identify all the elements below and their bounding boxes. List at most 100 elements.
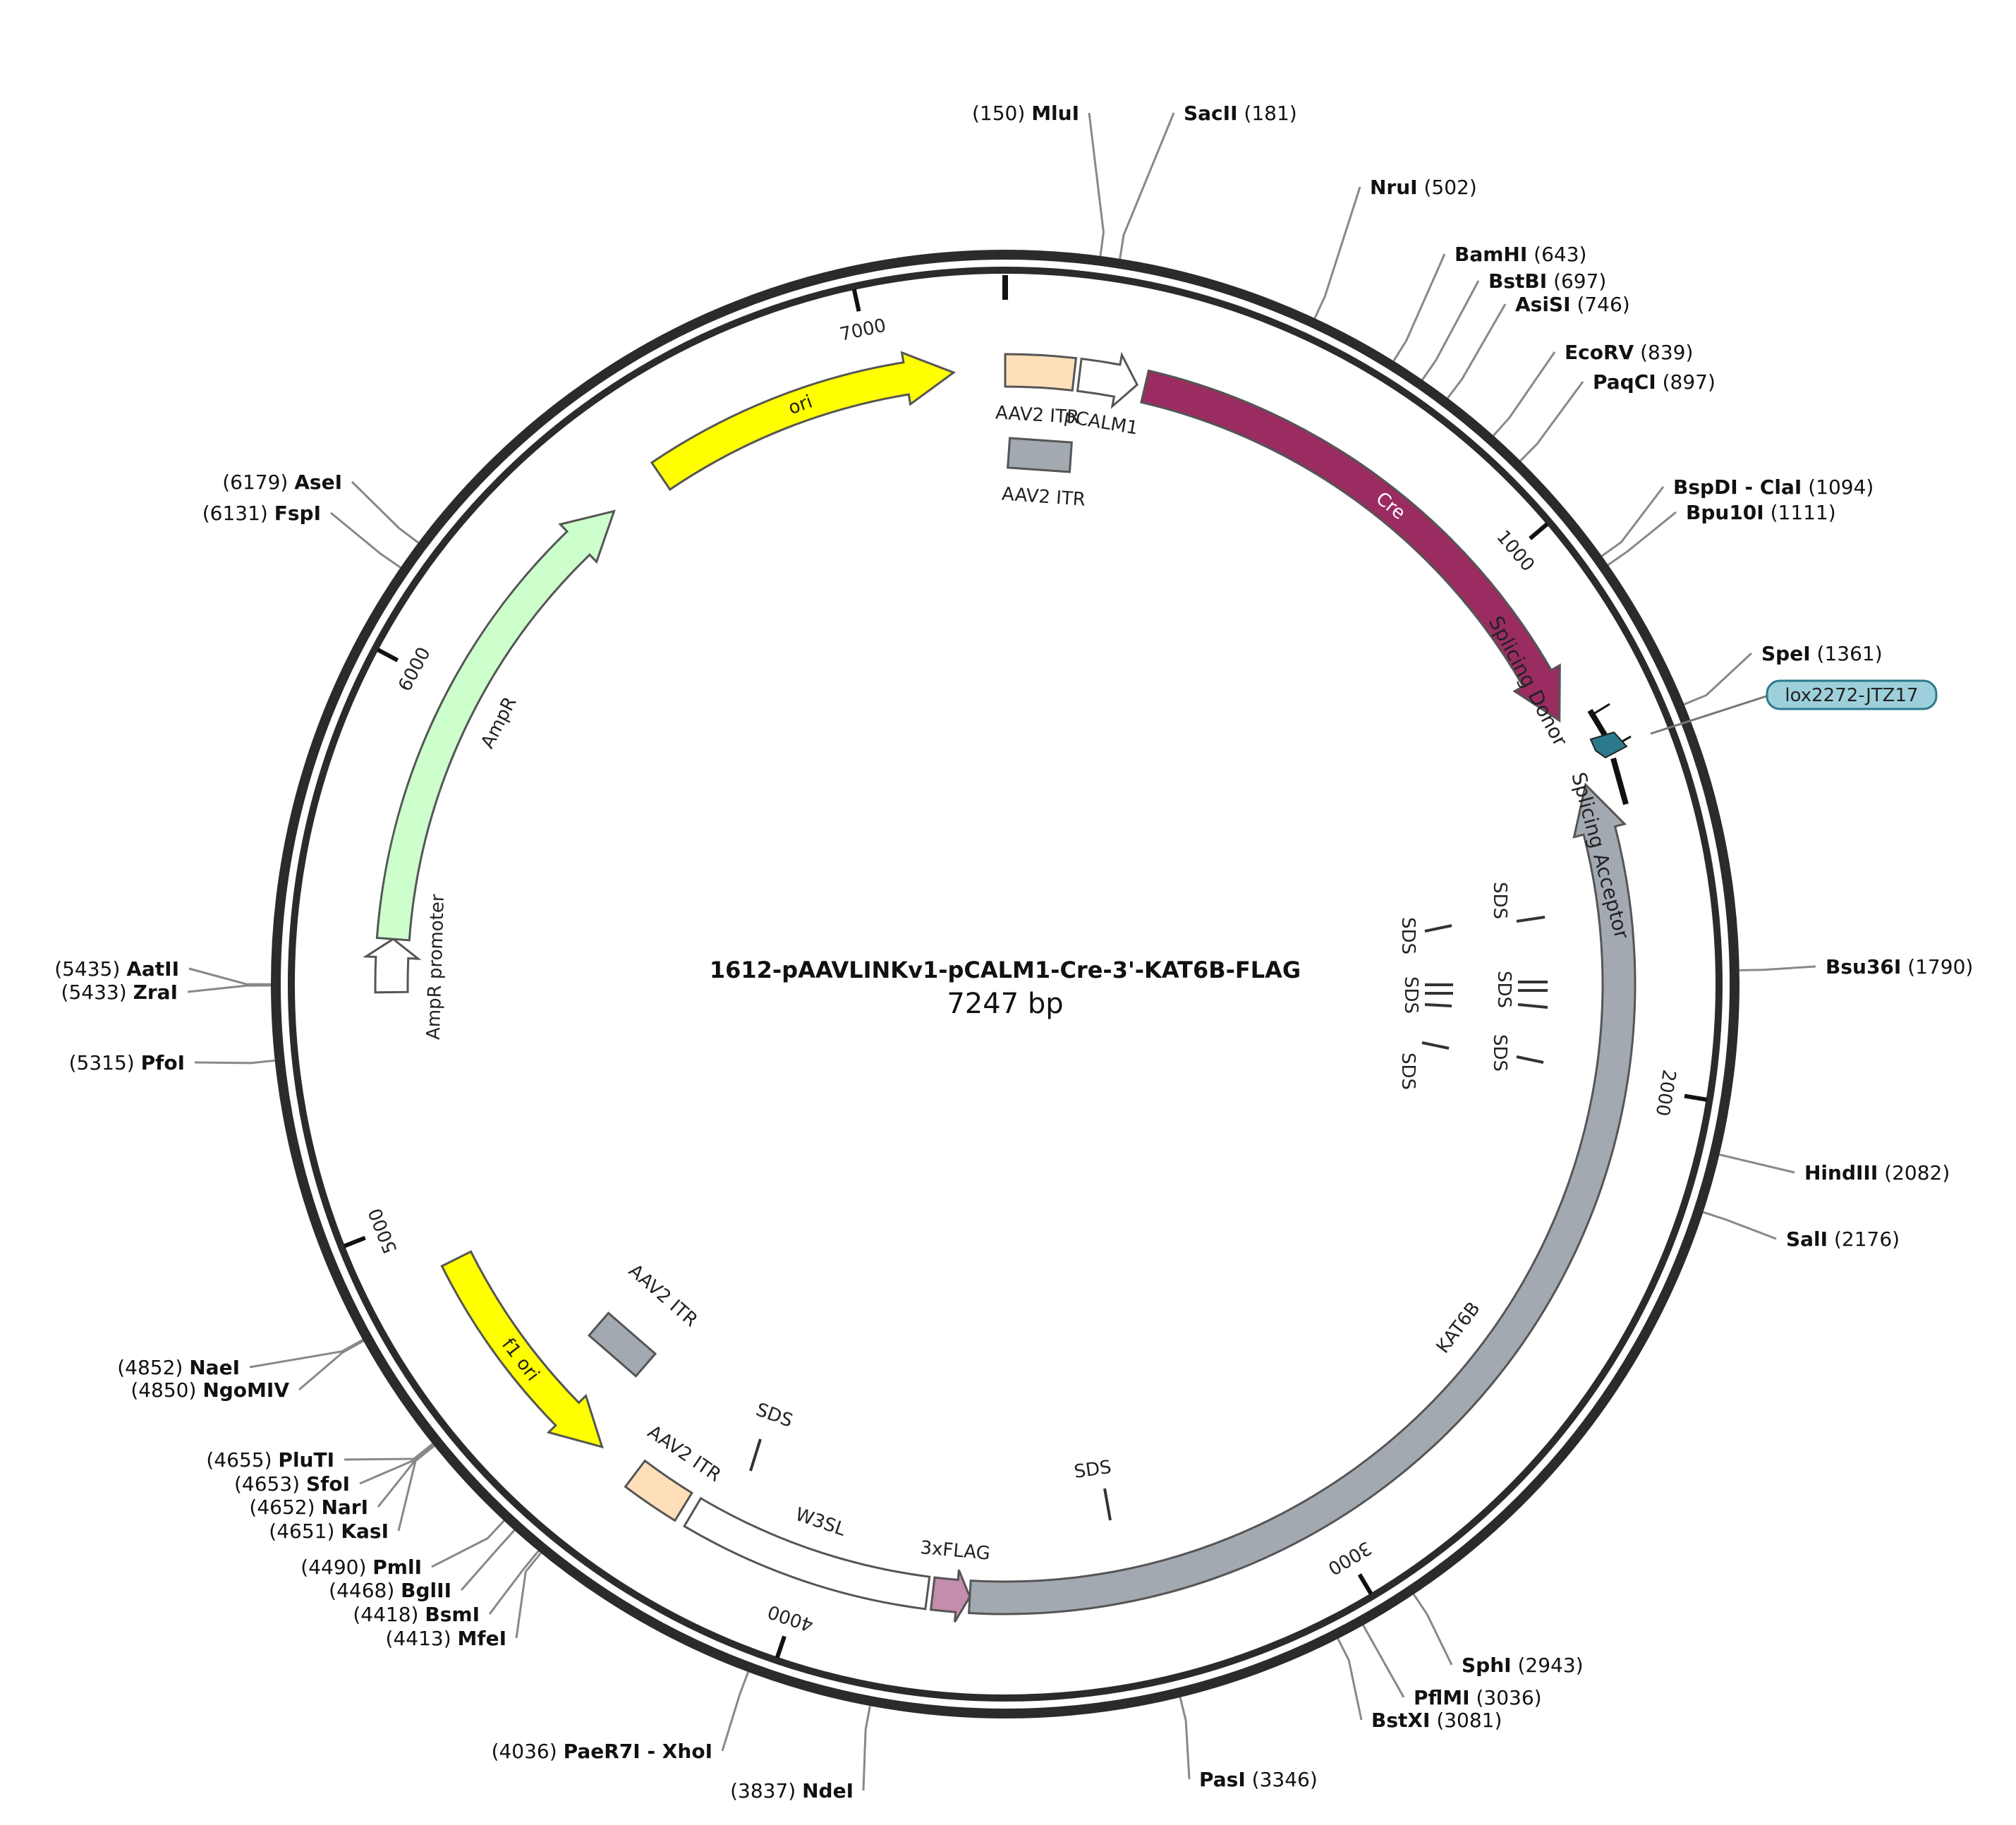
enzyme-line-MfeI: [515, 1552, 542, 1639]
enzyme-line-BspDI - ClaI: [1601, 486, 1665, 557]
enzyme-line-SpeI: [1683, 652, 1753, 705]
enzyme-label-BspDI - ClaI: BspDI - ClaI (1094): [1673, 475, 1874, 499]
feature-ori: [650, 351, 957, 491]
enzyme-line-BglII: [460, 1529, 516, 1591]
feature-kat6b: [967, 782, 1637, 1615]
enzyme-line-NgoMIV: [298, 1340, 364, 1391]
plasmid-size: 7247 bp: [947, 988, 1063, 1020]
feature-ampr-promoter: [363, 938, 422, 994]
svg-text:SDS: SDS: [753, 1399, 796, 1431]
tick-5000: [343, 1235, 366, 1249]
enzyme-label-AatII: (5435) AatII: [54, 957, 179, 981]
enzyme-label-MfeI: (4413) MfeI: [386, 1627, 506, 1650]
enzyme-line-AsiSI: [1447, 303, 1507, 399]
enzyme-line-AatII: [188, 967, 272, 986]
feature-w3sl: [683, 1496, 931, 1611]
enzyme-label-BsmI: (4418) BsmI: [353, 1603, 480, 1626]
feature-itr-top: [1004, 353, 1078, 392]
enzyme-label-PaqCI: PaqCI (897): [1593, 370, 1716, 394]
enzyme-label-MluI: (150) MluI: [972, 102, 1079, 125]
feature-label-pcalm1: pCALM1: [1062, 406, 1139, 439]
svg-text:SDS: SDS: [1489, 882, 1510, 919]
enzyme-label-EcoRV: EcoRV (839): [1565, 341, 1693, 364]
enzyme-line-PasI: [1179, 1697, 1191, 1780]
enzyme-label-BstBI: BstBI (697): [1488, 269, 1606, 293]
backbone-inner-ring: [288, 267, 1723, 1702]
enzyme-label-FspI: (6131) FspI: [202, 502, 321, 525]
svg-text:SDS: SDS: [1489, 1034, 1510, 1072]
enzyme-line-PmlI: [431, 1520, 505, 1568]
enzyme-label-BstXI: BstXI (3081): [1371, 1709, 1502, 1732]
tick-4000: [775, 1635, 787, 1659]
svg-text:SDS: SDS: [1073, 1457, 1113, 1483]
feature-cre: [1140, 369, 1561, 723]
feature-label-3xflag: 3xFLAG: [919, 1537, 991, 1565]
enzyme-line-SacII: [1119, 112, 1175, 260]
lox-leader-line: [1650, 693, 1771, 735]
tick-label-5000: 5000: [365, 1205, 401, 1256]
tick-3000: [1357, 1573, 1373, 1595]
enzyme-line-NaeI: [249, 1338, 364, 1369]
svg-text:SDS: SDS: [1400, 976, 1421, 1014]
tick-label-6000: 6000: [394, 644, 435, 696]
enzyme-label-PfoI: (5315) PfoI: [69, 1051, 185, 1074]
feature-label-itr-top: AAV2 ITR: [995, 402, 1079, 428]
feature-f1ori: [440, 1250, 604, 1449]
enzyme-line-PluTI: [344, 1443, 434, 1461]
enzyme-label-NdeI: (3837) NdeI: [730, 1779, 854, 1802]
inner-itr-label-top: AAV2 ITR: [1001, 484, 1086, 511]
enzyme-label-AsiSI: AsiSI (746): [1515, 293, 1630, 316]
enzyme-line-NdeI: [862, 1705, 871, 1791]
enzyme-label-ZraI: (5433) ZraI: [61, 981, 178, 1004]
enzyme-label-SalI: SalI (2176): [1786, 1227, 1900, 1251]
splice-acceptor-marker: [1610, 757, 1629, 806]
svg-text:SDS: SDS: [1397, 1053, 1419, 1090]
lox-tag-box: [1766, 679, 1938, 710]
tick-6000: [377, 648, 399, 662]
enzyme-label-NaeI: (4852) NaeI: [117, 1356, 240, 1379]
tick-label-4000: 4000: [765, 1601, 816, 1636]
splice-donor-tick: [1589, 703, 1610, 717]
enzyme-label-SfoI: (4653) SfoI: [234, 1472, 350, 1496]
inner-itr-box-bottom: [587, 1311, 657, 1378]
enzyme-line-MluI: [1088, 112, 1105, 256]
enzyme-label-Bpu10I: Bpu10I (1111): [1686, 501, 1836, 524]
sds-markers: [749, 916, 1548, 1521]
feature-label-ampr: AmpR: [477, 693, 521, 752]
enzyme-line-ZraI: [187, 984, 272, 993]
backbone-outer-ring: [271, 250, 1739, 1718]
enzyme-label-NarI: (4652) NarI: [249, 1496, 368, 1519]
enzyme-label-PmlI: (4490) PmlI: [300, 1556, 422, 1579]
feature-itr-bottom: [624, 1459, 694, 1522]
enzyme-line-SphI: [1412, 1594, 1453, 1666]
enzyme-label-AseI: (6179) AseI: [222, 471, 342, 494]
inner-itr-label-bottom: AAV2 ITR: [624, 1260, 701, 1331]
enzyme-label-Bsu36I: Bsu36I (1790): [1826, 955, 1973, 978]
enzyme-line-BstBI: [1421, 280, 1480, 381]
enzyme-line-BsmI: [488, 1550, 540, 1615]
enzyme-line-SfoI: [359, 1443, 435, 1485]
enzyme-line-AseI: [351, 480, 419, 544]
enzyme-label-SphI: SphI (2943): [1462, 1654, 1584, 1677]
enzyme-label-KasI: (4651) KasI: [269, 1520, 389, 1543]
enzyme-line-EcoRV: [1493, 351, 1556, 437]
enzyme-line-Bpu10I: [1607, 511, 1677, 566]
lox2272-feature: [1589, 731, 1628, 759]
enzyme-label-PaeR7I - XhoI: (4036) PaeR7I - XhoI: [492, 1740, 712, 1763]
tick-label-1000: 1000: [1492, 526, 1538, 576]
tick-label-7000: 7000: [838, 315, 888, 345]
enzyme-label-NruI: NruI (502): [1370, 176, 1477, 199]
enzyme-line-SalI: [1703, 1211, 1777, 1240]
feature-label-w3sl: W3SL: [793, 1504, 849, 1541]
tick-label-3000: 3000: [1324, 1536, 1375, 1579]
enzyme-label-SacII: SacII (181): [1184, 102, 1297, 125]
enzyme-line-NruI: [1313, 186, 1361, 319]
tick-1000: [1529, 522, 1549, 540]
enzyme-label-PasI: PasI (3346): [1199, 1768, 1318, 1791]
feature-label-kat6b: KAT6B: [1433, 1298, 1485, 1357]
enzyme-line-FspI: [330, 511, 401, 569]
feature-label-ampr-promoter: AmpR promoter: [423, 894, 449, 1041]
